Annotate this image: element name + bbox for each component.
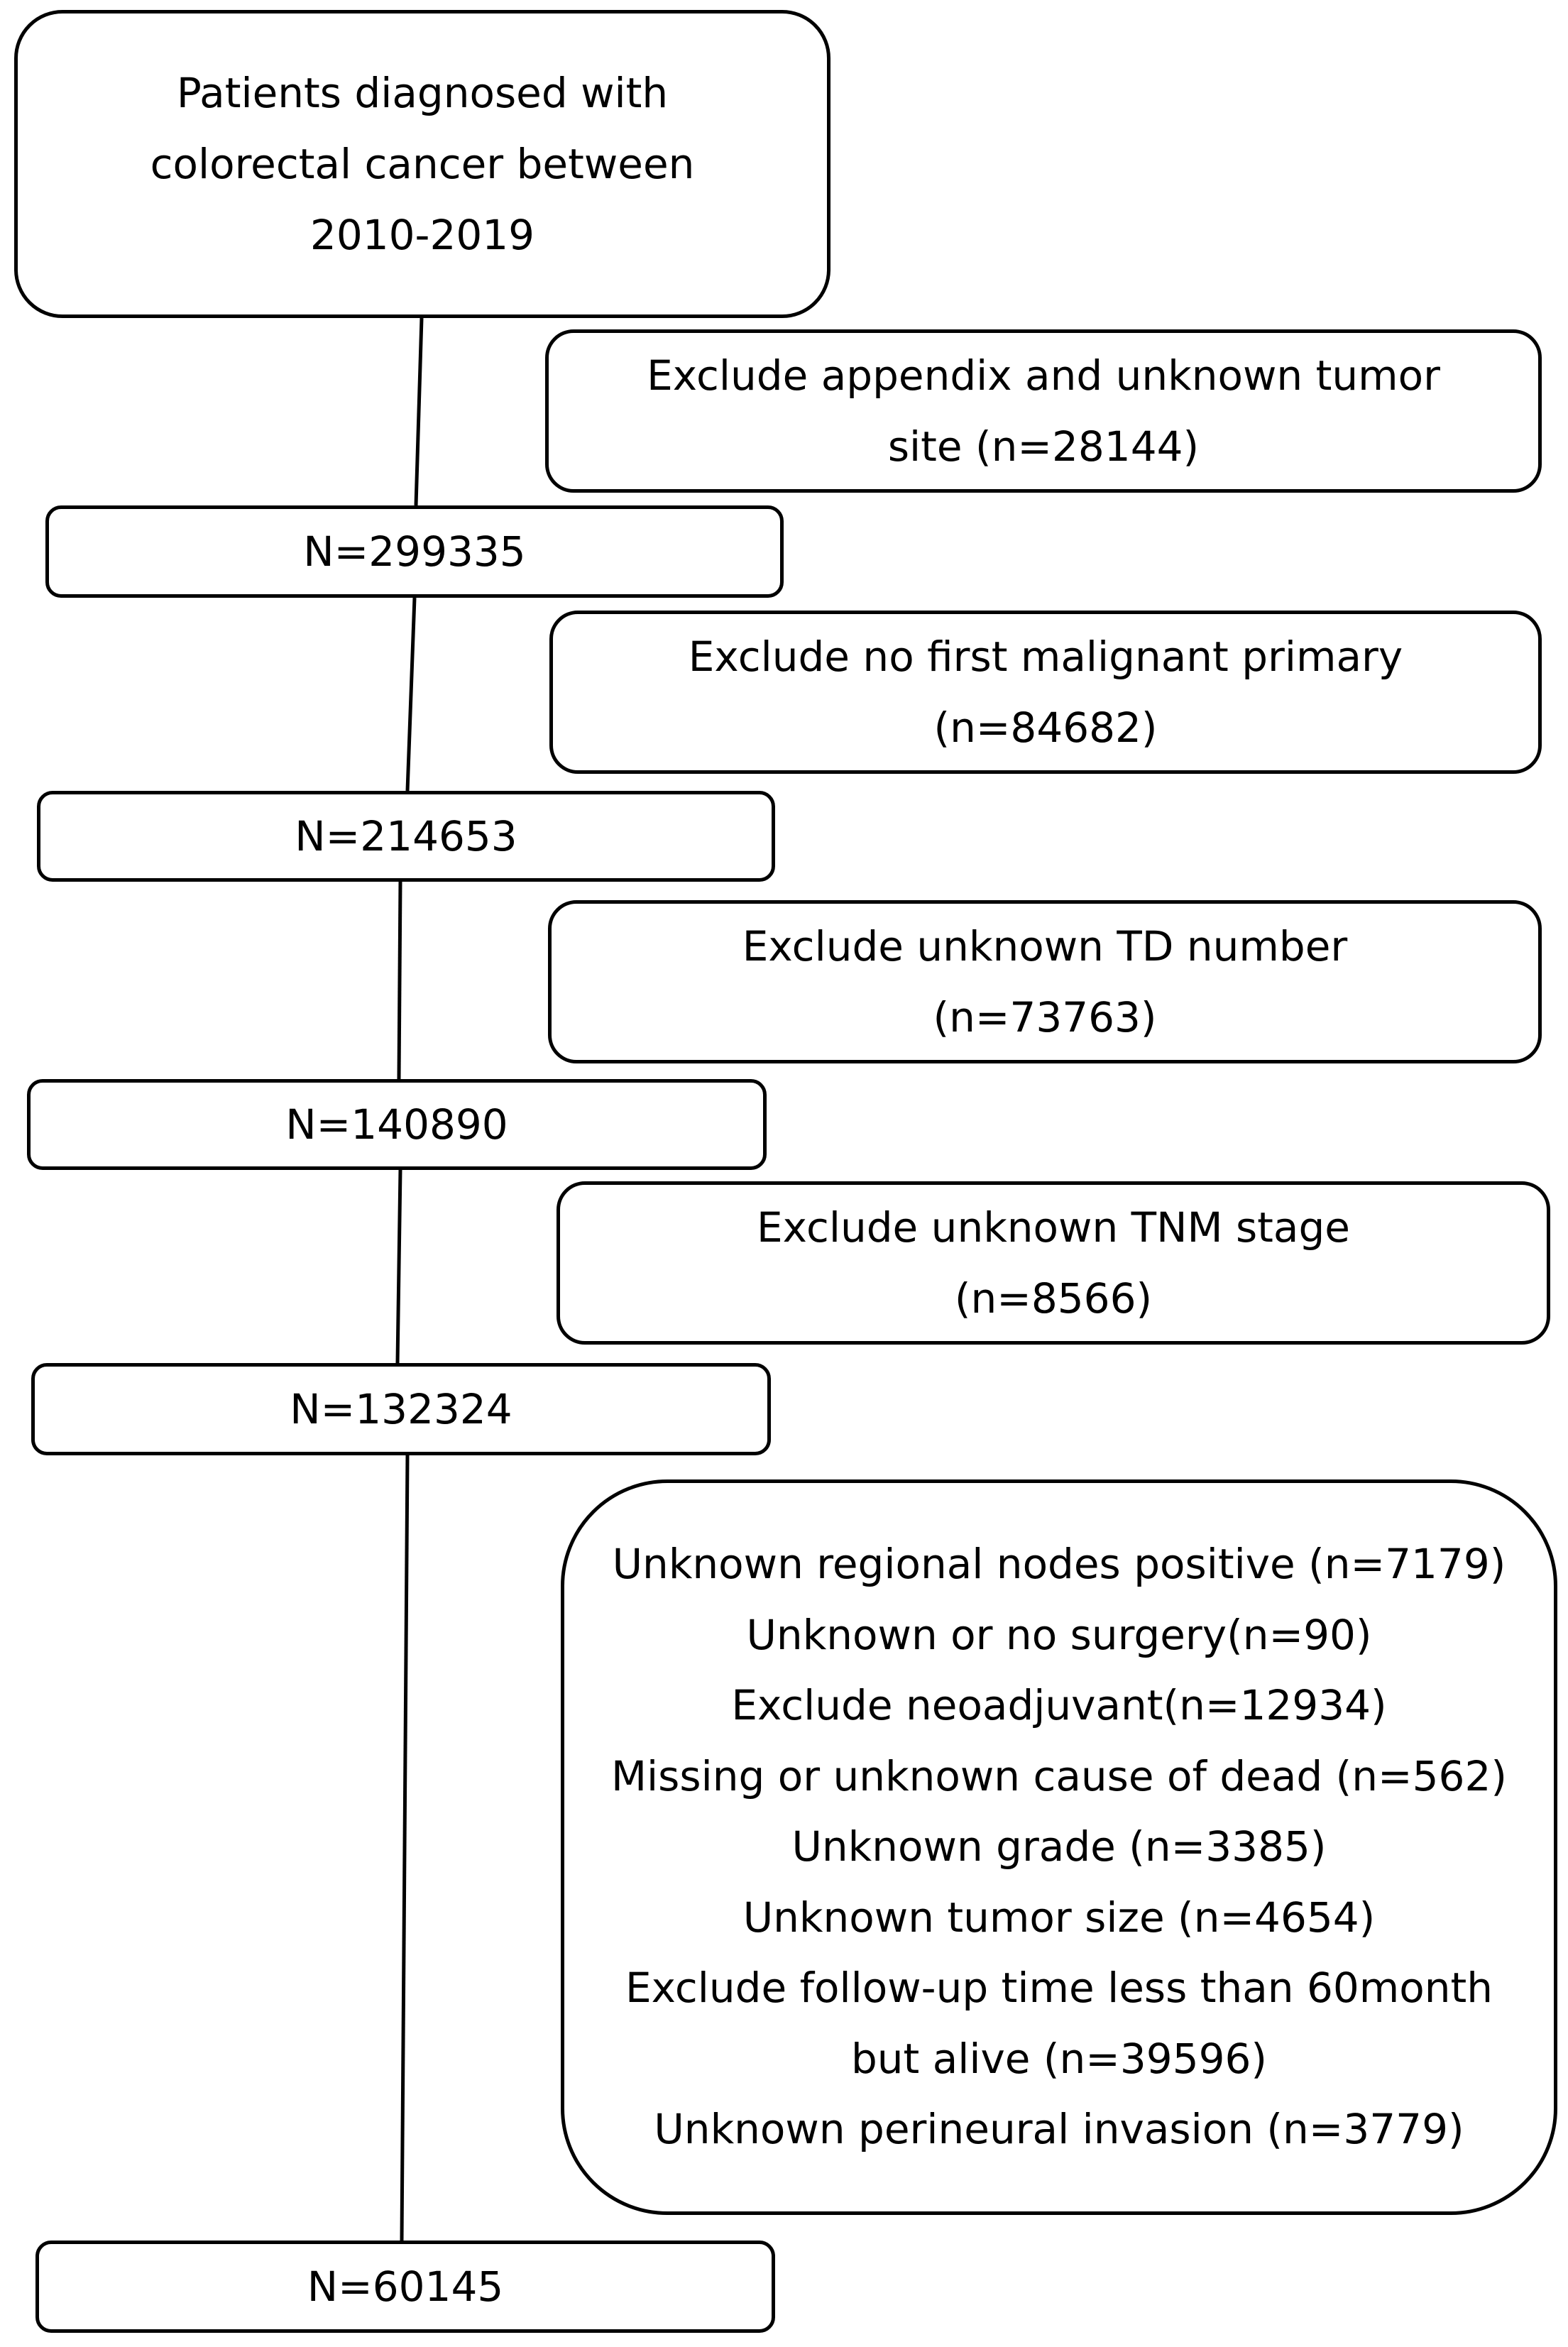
exclusion-box-5: Unknown regional nodes positive (n=7179)… [561,1479,1557,2215]
exclusion-2-line-1: Exclude no first malignant primary [688,633,1403,681]
count-2-label: N=214653 [295,812,517,860]
exclusion-5-line-4: Missing or unknown cause of dead (n=562) [611,1751,1507,1800]
exclusion-2-line-2: (n=84682) [933,704,1158,752]
exclusion-box-4: Exclude unknown TNM stage (n=8566) [557,1181,1550,1345]
exclusion-5-line-7: Exclude follow-up time less than 60month [625,1964,1493,2013]
exclusion-5-line-9: Unknown perineural invasion (n=3779) [654,2105,1464,2154]
start-line-2: colorectal cancer between [150,140,695,188]
count-box-5: N=60145 [35,2241,775,2333]
exclusion-3-line-2: (n=73763) [933,993,1157,1041]
connector-start-to-n1 [414,317,424,506]
exclusion-4-line-2: (n=8566) [954,1274,1153,1323]
count-box-3: N=140890 [27,1079,767,1170]
exclusion-box-1: Exclude appendix and unknown tumor site … [545,329,1542,493]
count-box-2: N=214653 [37,791,775,882]
start-line-3: 2010-2019 [309,211,535,259]
exclusion-3-line-1: Exclude unknown TD number [742,922,1348,970]
exclusion-1-line-1: Exclude appendix and unknown tumor [647,351,1440,400]
count-1-label: N=299335 [303,527,526,576]
exclusion-5-line-2: Unknown or no surgery(n=90) [746,1610,1372,1659]
exclusion-5-line-5: Unknown grade (n=3385) [791,1822,1327,1871]
count-5-label: N=60145 [307,2263,504,2311]
count-3-label: N=140890 [285,1100,508,1149]
exclusion-4-line-1: Exclude unknown TNM stage [757,1203,1350,1252]
exclusion-box-3: Exclude unknown TD number (n=73763) [548,900,1542,1063]
exclusion-5-line-8: but alive (n=39596) [850,2034,1268,2083]
connector-n3-to-n4 [395,1169,402,1364]
count-box-1: N=299335 [45,505,784,598]
exclusion-5-line-6: Unknown tumor size (n=4654) [742,1893,1376,1942]
exclusion-5-line-1: Unknown regional nodes positive (n=7179) [612,1540,1506,1589]
count-box-4: N=132324 [31,1363,771,1455]
exclusion-1-line-2: site (n=28144) [887,422,1200,471]
exclusion-5-line-3: Exclude neoadjuvant(n=12934) [731,1681,1387,1730]
start-line-1: Patients diagnosed with [176,69,669,117]
connector-n2-to-n3 [397,881,402,1080]
count-4-label: N=132324 [290,1385,512,1433]
exclusion-box-2: Exclude no first malignant primary (n=84… [549,611,1542,774]
connector-n1-to-n2 [405,597,417,792]
start-box: Patients diagnosed with colorectal cance… [14,10,830,318]
connector-n4-to-n5 [400,1455,410,2241]
